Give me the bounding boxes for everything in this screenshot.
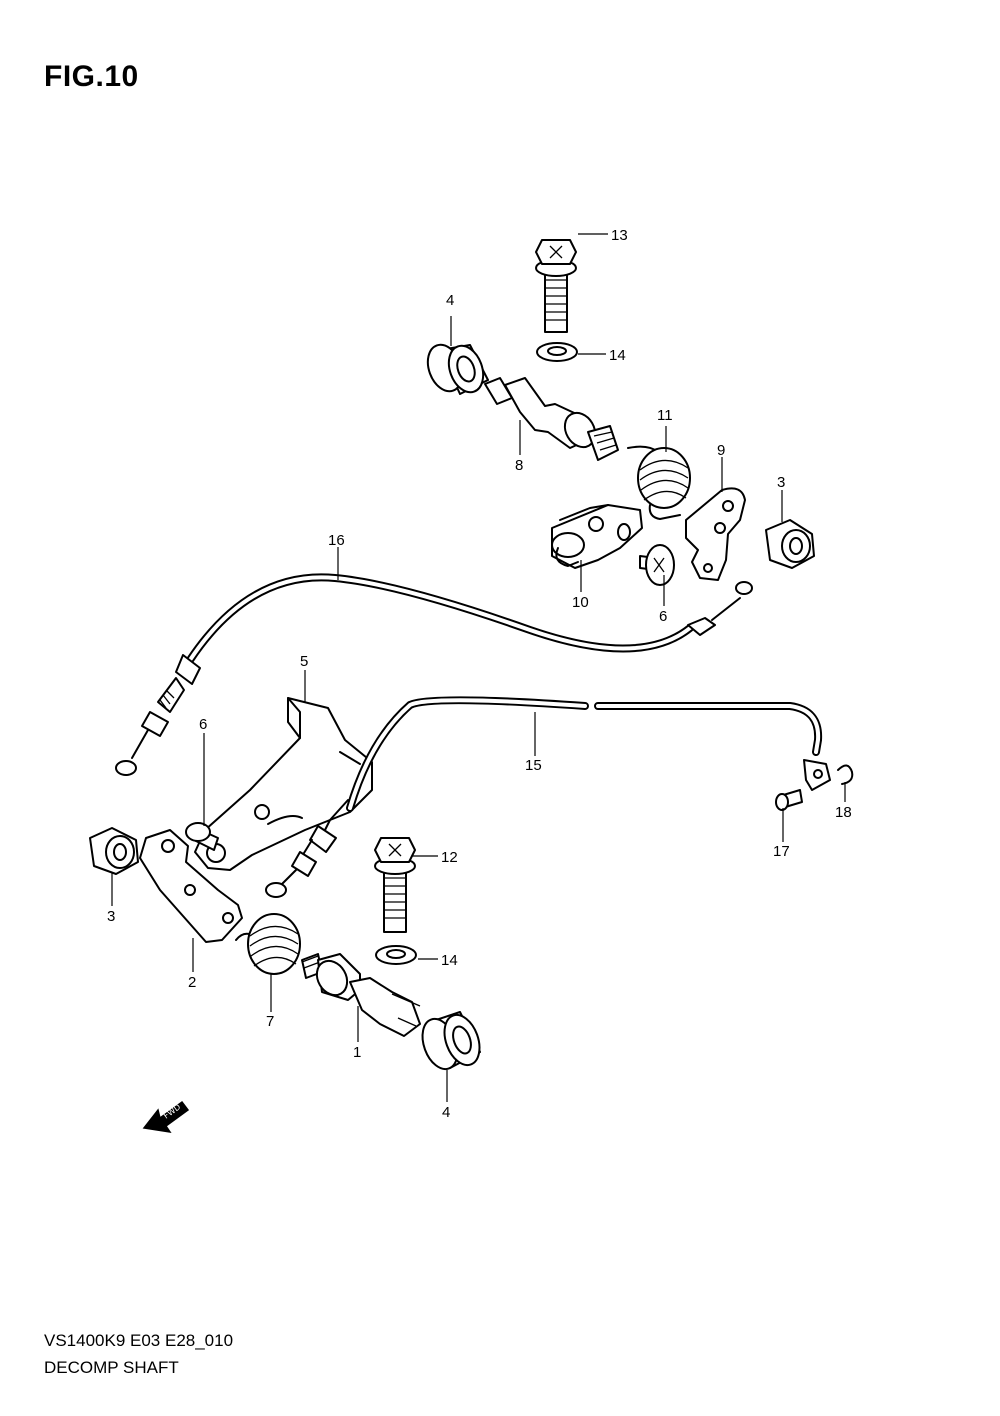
part-5-bracket: [194, 697, 373, 871]
callout-6: 6: [199, 716, 207, 733]
part-6-screw-lower: [185, 822, 219, 851]
part-2-plate-lower: [139, 829, 243, 943]
callout-labels: 13 4 14 11 8 9 3 16 10 6 5 6 15 17 18 12…: [107, 227, 852, 1121]
callout-5: 5: [300, 653, 308, 670]
part-13-bolt: [535, 239, 577, 333]
part-4-oil-seal-upper: [426, 343, 489, 395]
part-9-plate-upper: [685, 487, 746, 581]
part-18-clip: [837, 764, 854, 785]
callout-14: 14: [441, 952, 458, 969]
callout-10: 10: [572, 594, 589, 611]
callout-4: 4: [446, 292, 454, 309]
part-8-decomp-shaft-upper: [484, 377, 619, 461]
figure-name: DECOMP SHAFT: [44, 1358, 179, 1377]
callout-13: 13: [611, 227, 628, 244]
part-3-nut-lower: [89, 827, 139, 875]
part-1-decomp-shaft-lower: [301, 953, 421, 1037]
callout-7: 7: [266, 1013, 274, 1030]
callout-11: 11: [657, 407, 673, 424]
callout-14: 14: [609, 347, 626, 364]
callout-3: 3: [107, 908, 115, 925]
part-15-cable: [265, 696, 831, 898]
callout-16: 16: [328, 532, 345, 549]
leader-lines: [111, 233, 846, 1102]
fwd-arrow-icon: FWD: [142, 1100, 190, 1134]
part-16-cable: [115, 573, 753, 776]
callout-15: 15: [525, 757, 542, 774]
part-17-pin: [775, 789, 803, 811]
callout-2: 2: [188, 974, 196, 991]
callout-17: 17: [773, 843, 790, 860]
callout-4: 4: [442, 1104, 450, 1121]
callout-9: 9: [717, 442, 725, 459]
callout-1: 1: [353, 1044, 361, 1061]
part-14-washer-upper: [536, 342, 578, 362]
callout-3: 3: [777, 474, 785, 491]
part-7-spring-lower: [235, 913, 301, 975]
part-12-bolt: [374, 837, 416, 933]
callout-18: 18: [835, 804, 852, 821]
callout-6: 6: [659, 608, 667, 625]
part-6-screw-upper: [639, 544, 675, 586]
part-3-nut-upper: [765, 519, 815, 569]
part-14-washer-lower: [375, 945, 417, 965]
figure-title: FIG.10: [44, 60, 139, 93]
part-10-lever-upper: [551, 504, 643, 569]
callout-12: 12: [441, 849, 458, 866]
part-11-spring-upper: [627, 445, 691, 520]
part-4-oil-seal-lower: [421, 1011, 481, 1071]
callout-8: 8: [515, 457, 523, 474]
model-code: VS1400K9 E03 E28_010: [44, 1331, 234, 1350]
